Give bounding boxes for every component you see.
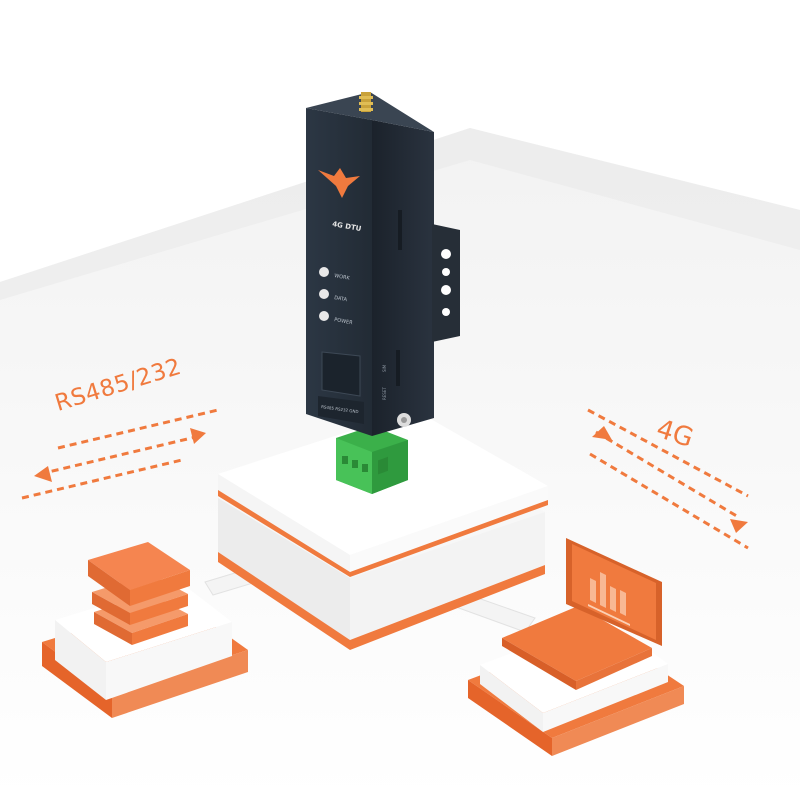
server-stack-icon xyxy=(88,542,190,645)
dtu-device xyxy=(306,92,460,494)
led-label-power: POWER xyxy=(334,317,354,326)
led-label-work: WORK xyxy=(334,273,351,282)
serial-arrowheads xyxy=(34,428,206,482)
cellular-arrows-icon xyxy=(587,408,749,550)
led-label-data: DATA xyxy=(334,295,348,303)
led-power-icon xyxy=(319,311,329,321)
bar-chart-icon xyxy=(588,572,630,626)
led-data-icon xyxy=(319,289,329,299)
bird-logo-icon xyxy=(318,168,360,198)
serial-arrows-icon xyxy=(21,408,219,500)
antenna-icon xyxy=(359,92,373,112)
cellular-arrowheads xyxy=(592,426,748,533)
side-label-reset: RESET xyxy=(382,387,387,400)
side-label-sim: SIM xyxy=(382,364,387,372)
led-indicators xyxy=(319,267,329,321)
terminal-label: RS485 RS232 GND xyxy=(321,404,359,414)
led-work-icon xyxy=(319,267,329,277)
